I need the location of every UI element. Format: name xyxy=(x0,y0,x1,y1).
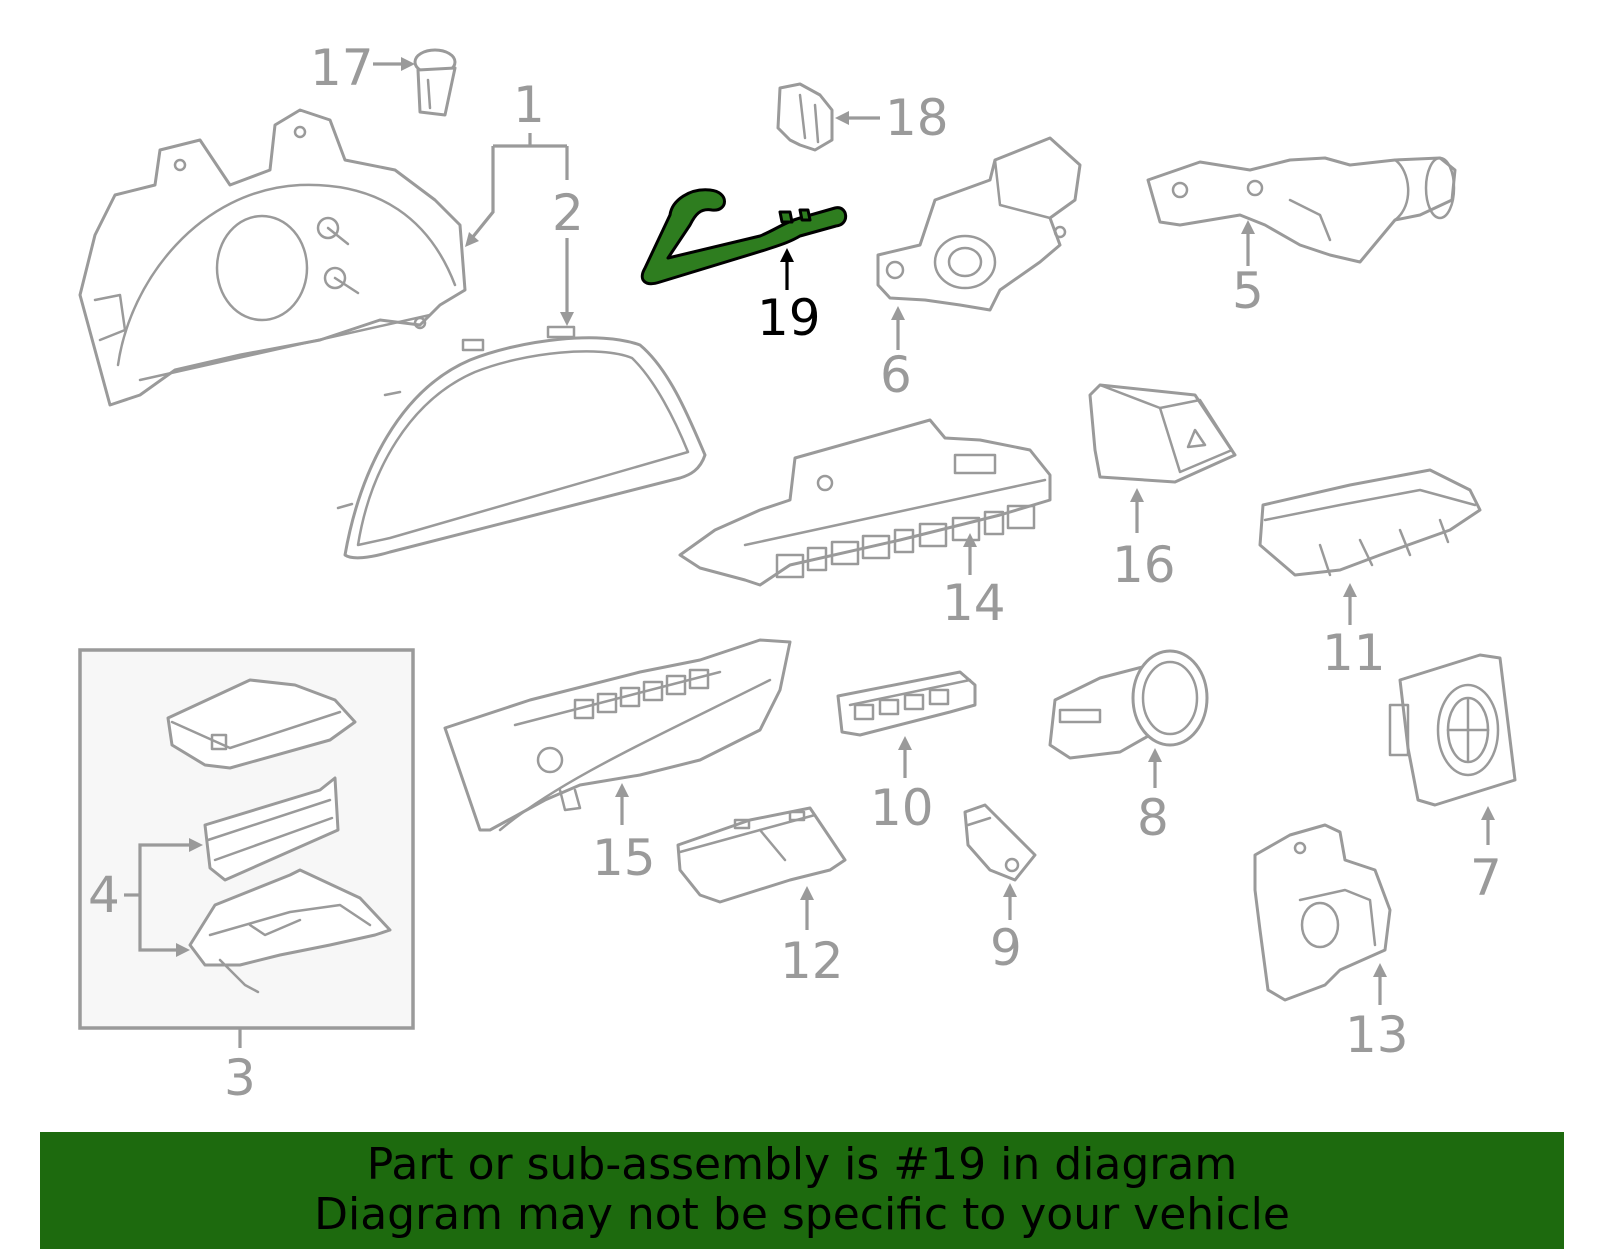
part-12-dual-switch[interactable] xyxy=(676,806,847,904)
part-5-steering-bracket[interactable] xyxy=(1146,156,1457,264)
part-8-push-start-switch[interactable] xyxy=(1048,649,1209,760)
leader-lines xyxy=(124,57,1495,1048)
part-11-switch-assembly[interactable] xyxy=(1258,468,1482,577)
callout-5: 5 xyxy=(1232,262,1264,320)
callout-16: 16 xyxy=(1112,536,1176,594)
part-10-switch-block[interactable] xyxy=(836,670,977,737)
part-6-lock-housing[interactable] xyxy=(876,136,1082,312)
part-7-clock-module[interactable] xyxy=(1388,653,1517,807)
callout-6: 6 xyxy=(880,346,912,404)
part-15-trim-panel[interactable] xyxy=(443,638,792,832)
part-17-clip[interactable] xyxy=(413,48,457,117)
callout-8: 8 xyxy=(1137,789,1169,847)
part-2-cluster-bezel[interactable] xyxy=(336,325,707,560)
banner-line-2: Diagram may not be specific to your vehi… xyxy=(314,1189,1290,1240)
callout-4: 4 xyxy=(88,866,120,924)
part-13-mount-bracket[interactable] xyxy=(1253,823,1392,1002)
part-1-instrument-cluster[interactable] xyxy=(78,108,467,407)
part-18-clip[interactable] xyxy=(776,82,834,152)
callout-15: 15 xyxy=(592,829,656,887)
part-9-sensor[interactable] xyxy=(963,803,1037,882)
callout-7: 7 xyxy=(1470,849,1502,907)
callout-2: 2 xyxy=(552,184,584,242)
callout-17: 17 xyxy=(310,39,374,97)
banner-line-1: Part or sub-assembly is #19 in diagram xyxy=(366,1139,1238,1190)
callout-12: 12 xyxy=(780,932,844,990)
callout-10: 10 xyxy=(870,779,934,837)
part-14-switch-panel[interactable] xyxy=(678,418,1052,587)
part-4-bracket-lower[interactable] xyxy=(188,868,392,994)
part-3-assembly-top[interactable] xyxy=(166,678,357,770)
callout-13: 13 xyxy=(1345,1006,1409,1064)
callout-3: 3 xyxy=(224,1049,256,1107)
callout-11: 11 xyxy=(1322,624,1386,682)
callout-1: 1 xyxy=(513,76,545,134)
callout-18: 18 xyxy=(885,89,949,147)
callout-14: 14 xyxy=(942,574,1006,632)
part-19-wire-harness-highlighted[interactable] xyxy=(640,188,848,286)
callout-9: 9 xyxy=(990,919,1022,977)
part-16-hazard-switch[interactable] xyxy=(1088,383,1237,484)
callout-19: 19 xyxy=(757,289,821,347)
callout-labels: 17 18 1 2 19 6 5 16 14 11 15 10 8 7 9 12… xyxy=(88,39,1502,1107)
part-info-banner: Part or sub-assembly is #19 in diagram D… xyxy=(40,1132,1564,1249)
part-4-bracket-upper[interactable] xyxy=(203,776,340,882)
